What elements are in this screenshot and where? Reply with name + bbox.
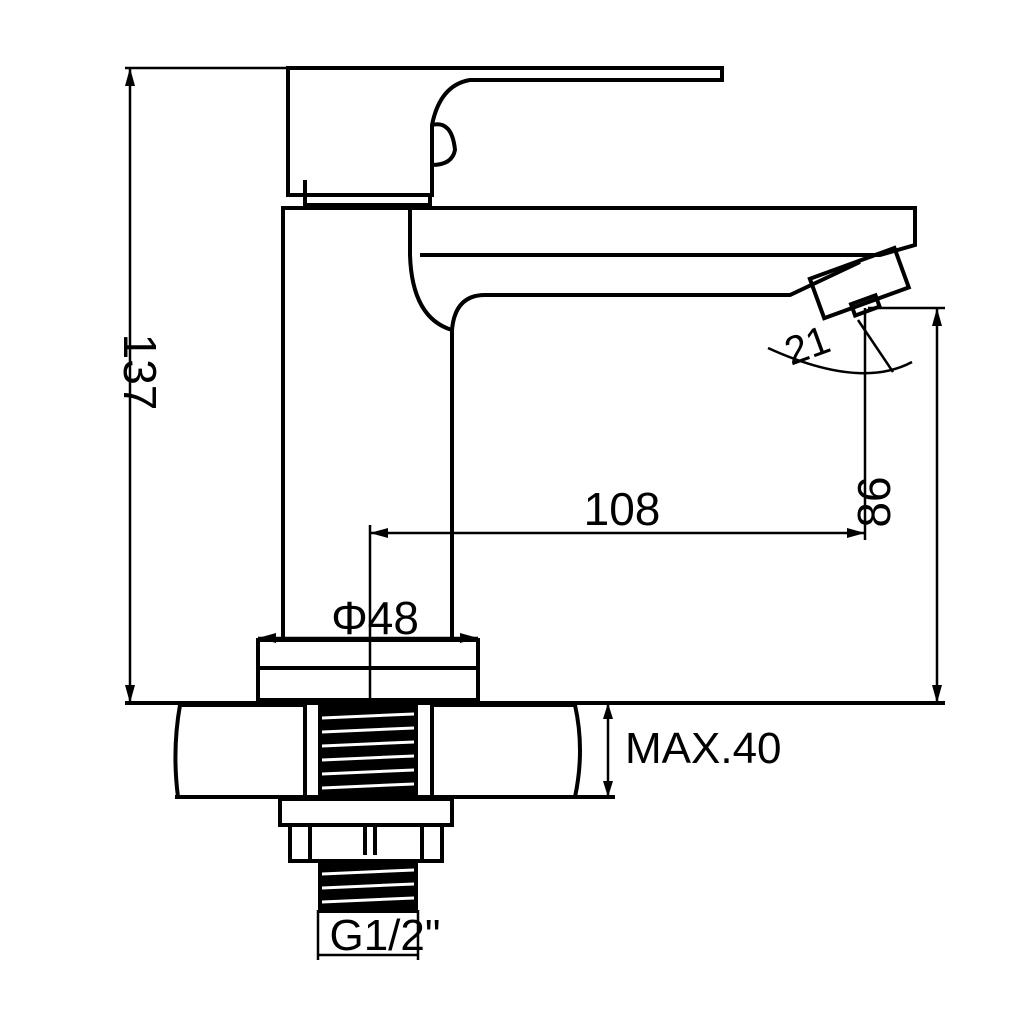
- angle-dimension: 21: [767, 318, 913, 375]
- spout-reach-label: 108: [584, 483, 661, 535]
- base: Φ48: [125, 592, 945, 705]
- spout-height-dimension: 86: [848, 306, 945, 703]
- height-dimension: 137: [114, 66, 288, 703]
- handle: [286, 66, 724, 207]
- spout-reach-dimension: 108: [368, 308, 867, 700]
- mounting-nut: G1/2": [278, 797, 454, 960]
- height-label: 137: [114, 334, 166, 411]
- angle-label: 21: [779, 318, 836, 375]
- thread-label: G1/2": [329, 911, 440, 960]
- countertop-section: MAX.40: [173, 703, 782, 799]
- faucet-body: [281, 206, 917, 640]
- max-thickness-label: MAX.40: [625, 724, 782, 773]
- base-diameter-label: Φ48: [331, 592, 419, 644]
- spout-height-label: 86: [848, 476, 900, 527]
